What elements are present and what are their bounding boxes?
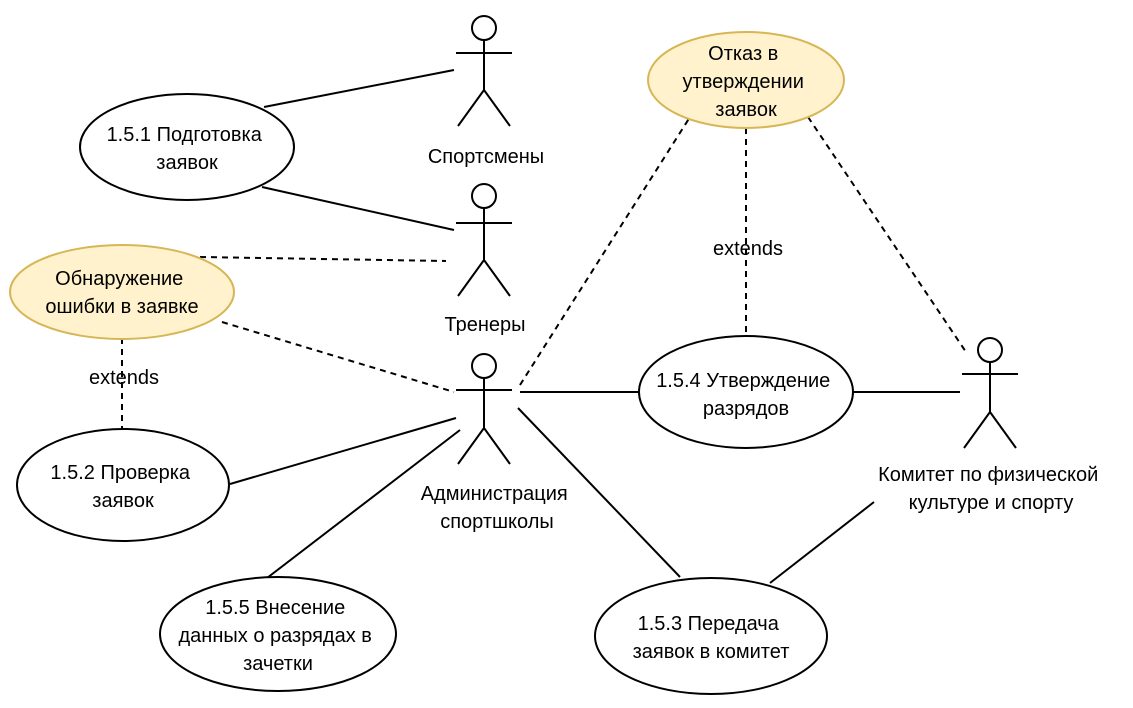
actor-committee[interactable]: Комитет по физической культуре и спорту [878,337,1104,514]
stick-figure-icon [456,15,512,127]
stick-figure-icon [456,183,512,297]
edge-error-admin [221,321,455,393]
extends-label-right: extends [713,238,783,260]
stick-figure-icon [962,337,1018,449]
use-case-1-5-5-label: 1.5.5 Внесение данных о разрядах в зачет… [179,597,378,675]
actor-coaches-label: Тренеры [444,314,525,336]
use-case-1-5-5[interactable]: 1.5.5 Внесение данных о разрядах в зачет… [159,576,397,692]
extends-label-left: extends [89,367,159,389]
actor-athletes-label: Спортсмены [428,146,544,168]
edge-rejection-committee [807,116,967,353]
use-case-1-5-4[interactable]: 1.5.4 Утверждение разрядов [638,335,854,449]
edge-1-5-5-admin [253,429,461,589]
actor-coaches[interactable]: Тренеры [444,183,526,336]
actor-committee-label: Комитет по физической культуре и спорту [878,464,1104,514]
use-case-rejection-label: Отказ в утверждении заявок [683,43,810,121]
use-case-1-5-1-label: 1.5.1 Подготовка заявок [107,124,268,174]
edge-rejection-admin [519,116,691,386]
use-case-1-5-3-label: 1.5.3 Передача заявок в комитет [633,613,790,663]
edge-1-5-1-athletes [263,69,455,108]
stick-figure-icon [456,353,512,465]
use-case-1-5-4-label: 1.5.4 Утверждение разрядов [656,370,836,420]
use-case-1-5-2[interactable]: 1.5.2 Проверка заявок [16,428,230,542]
actor-admin-label: Администрация спортшколы [421,483,574,533]
edge-1-5-1-coaches [261,186,455,231]
use-case-1-5-1[interactable]: 1.5.1 Подготовка заявок [79,93,295,201]
actor-athletes[interactable]: Спортсмены [428,15,544,168]
edge-error-coaches [199,256,447,262]
actor-admin[interactable]: Администрация спортшколы [421,353,574,533]
edge-1-5-3-admin [517,407,681,578]
use-case-error-found-label: Обнаружение ошибки в заявке [45,268,198,318]
use-case-1-5-3[interactable]: 1.5.3 Передача заявок в комитет [594,577,828,695]
use-case-1-5-2-label: 1.5.2 Проверка заявок [50,462,195,512]
use-case-rejection[interactable]: Отказ в утверждении заявок [647,31,845,129]
edges [121,69,967,589]
edge-1-5-2-admin [229,417,457,485]
use-case-error-found[interactable]: Обнаружение ошибки в заявке [9,244,235,340]
edge-1-5-3-committee [769,501,875,584]
